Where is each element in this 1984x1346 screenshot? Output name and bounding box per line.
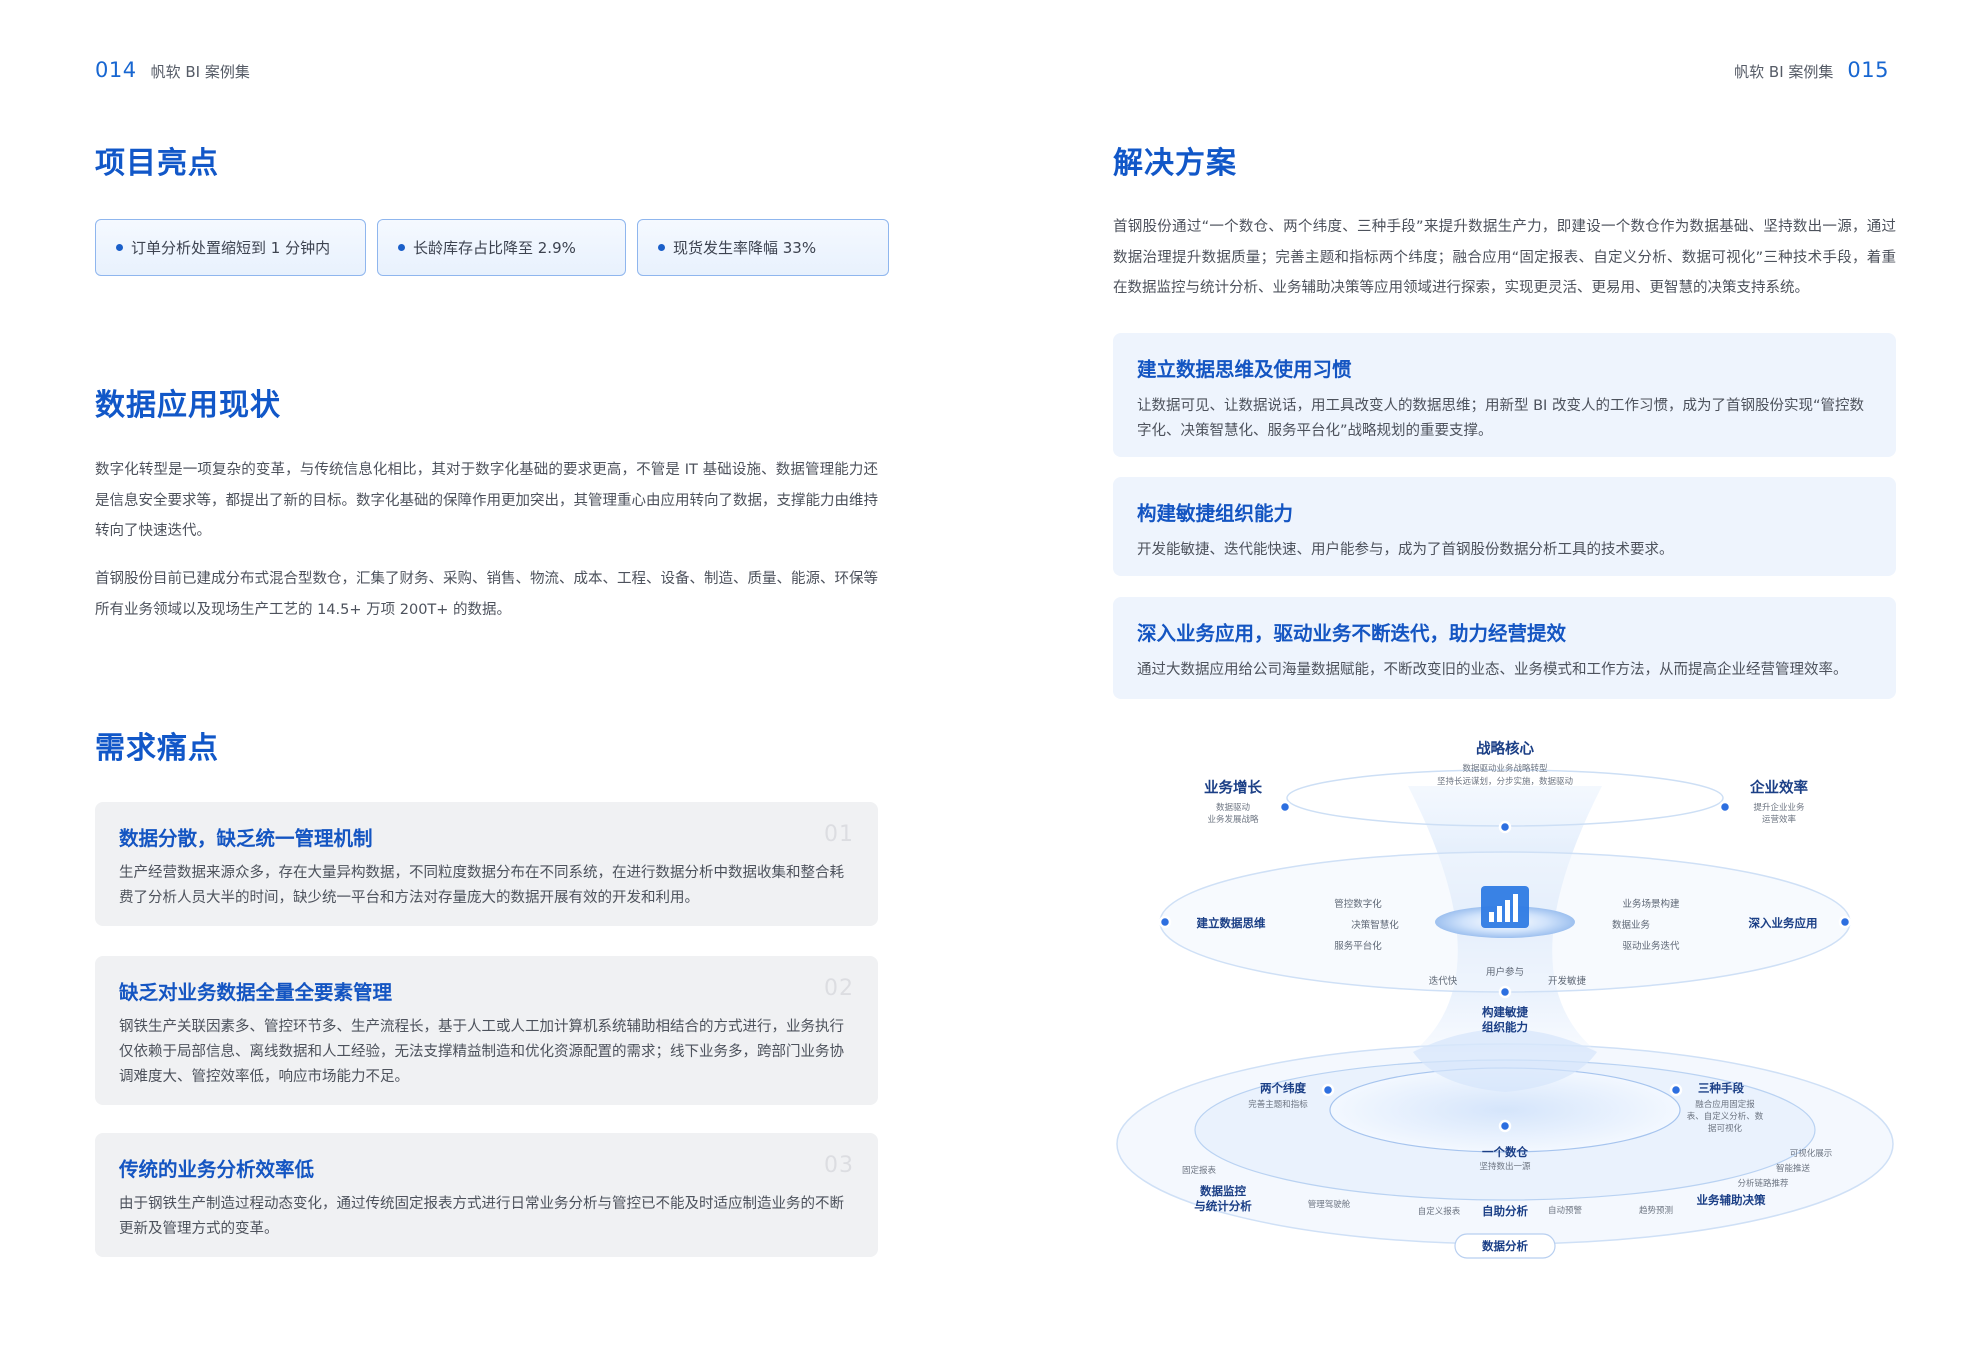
service-platform-label: 服务平台化 (1334, 941, 1382, 952)
bullet-dot (658, 244, 665, 251)
efficiency-sub: 提升企业业务 (1753, 803, 1805, 813)
three-means-sub: 据可视化 (1707, 1124, 1743, 1134)
bullet-dot (116, 244, 123, 251)
data-analysis-pill (1454, 1233, 1556, 1259)
monitor-label: 数据监控 (1200, 1184, 1246, 1198)
highlight-text: 现货发生率降幅 33% (673, 239, 817, 257)
pain-card-3: 传统的业务分析效率低 03 由于钢铁生产制造过程动态变化，通过传统固定报表方式进… (95, 1133, 878, 1257)
iter-fast-label: 迭代快 (1428, 976, 1458, 987)
three-means-sub: 表、自定义分析、数 (1686, 1112, 1764, 1122)
highlights-heading: 项目亮点 (95, 146, 219, 181)
solution-card-title: 构建敏捷组织能力 (1137, 502, 1294, 525)
one-dw-sub: 坚持数出一源 (1479, 1162, 1531, 1172)
strategy-core-sub: 坚持长远谋划，分步实施，数据驱动 (1436, 777, 1574, 787)
biz-growth-sub: 业务发展战略 (1207, 815, 1259, 825)
user-participation-label: 用户参与 (1485, 967, 1525, 978)
three-means-sub: 融合应用固定报 (1695, 1100, 1755, 1110)
trend-pred-label: 趋势预测 (1638, 1206, 1674, 1216)
solution-card-text: 开发能敏捷、迭代能快速、用户能参与，成为了首钢股份数据分析工具的技术要求。 (1137, 542, 1674, 558)
diagram-graphics (1116, 769, 1894, 1259)
pain-heading: 需求痛点 (95, 731, 219, 766)
drive-iter-label: 驱动业务迭代 (1622, 941, 1680, 952)
biz-scene-label: 业务场景构建 (1622, 899, 1680, 910)
biz-growth-label: 业务增长 (1204, 780, 1262, 797)
pain-card-title: 缺乏对业务数据全量全要素管理 (119, 981, 393, 1004)
data-analysis-label: 数据分析 (1482, 1239, 1528, 1253)
agile-org-label: 组织能力 (1482, 1020, 1528, 1034)
pain-card-text: 生产经营数据来源众多，存在大量异构数据，不同粒度数据分布在不同系统，在进行数据分… (119, 865, 844, 906)
pain-card-number: 03 (824, 1153, 854, 1178)
solution-card-2: 构建敏捷组织能力 开发能敏捷、迭代能快速、用户能参与，成为了首钢股份数据分析工具… (1113, 477, 1896, 576)
funnel-neck (1413, 1029, 1597, 1092)
status-paragraph-1: 数字化转型是一项复杂的变革，与传统信息化相比，其对于数字化基础的要求更高，不管是… (95, 462, 878, 539)
strategy-core-sub: 数据驱动业务战略转型 (1462, 764, 1548, 774)
decision-smart-label: 决策智慧化 (1351, 920, 1399, 931)
highlights-row: 订单分析处置缩短到 1 分钟内 长龄库存占比降至 2.9% 现货发生率降幅 33… (95, 219, 889, 276)
pain-card-1: 数据分散，缺乏统一管理机制 01 生产经营数据来源众多，存在大量异构数据，不同粒… (95, 802, 878, 926)
right-page-number: 015 (1847, 58, 1889, 82)
efficiency-sub: 运营效率 (1761, 815, 1797, 825)
highlight-text: 订单分析处置缩短到 1 分钟内 (131, 239, 331, 257)
pain-card-text: 钢铁生产关联因素多、管控环节多、生产流程长，基于人工或人工加计算机系统辅助相结合… (119, 1019, 844, 1085)
data-thinking-label: 建立数据思维 (1196, 916, 1266, 930)
highlight-pill: 现货发生率降幅 33% (637, 219, 889, 276)
pain-card-text: 由于钢铁生产制造过程动态变化，通过传统固定报表方式进行日常业务分析与管控已不能及… (119, 1196, 844, 1237)
biz-growth-sub: 数据驱动 (1215, 803, 1251, 813)
bullet-dot (398, 244, 405, 251)
right-page-header: 帆软 BI 案例集 015 (1720, 58, 1889, 82)
efficiency-label: 企业效率 (1750, 780, 1808, 797)
solution-intro: 首钢股份通过“一个数仓、两个纬度、三种手段”来提升数据生产力，即建设一个数仓作为… (1113, 219, 1896, 296)
solution-card-title: 深入业务应用，驱动业务不断迭代，助力经营提效 (1137, 622, 1567, 645)
solution-card-text: 通过大数据应用给公司海量数据赋能，不断改变旧的业态、业务模式和工作方法，从而提高… (1137, 662, 1848, 678)
left-page-number: 014 (95, 58, 137, 82)
custom-report-label: 自定义报表 (1417, 1207, 1461, 1217)
solution-diagram: 战略核心 数据驱动业务战略转型 坚持长远谋划，分步实施，数据驱动 业务增长 数据… (1113, 726, 1896, 1266)
solution-card-3: 深入业务应用，驱动业务不断迭代，助力经营提效 通过大数据应用给公司海量数据赋能，… (1113, 597, 1896, 699)
smart-push-label: 智能推送 (1775, 1164, 1811, 1174)
highlight-pill: 订单分析处置缩短到 1 分钟内 (95, 219, 366, 276)
self-analysis-label: 自助分析 (1482, 1204, 1528, 1218)
deep-biz-label: 深入业务应用 (1748, 916, 1818, 930)
pain-card-number: 01 (824, 822, 854, 847)
decision-support-label: 业务辅助决策 (1696, 1193, 1766, 1207)
highlight-pill: 长龄库存占比降至 2.9% (377, 219, 626, 276)
analysis-push-label: 分析链路推荐 (1737, 1179, 1789, 1189)
solution-card-text: 让数据可见、让数据说话，用工具改变人的数据思维；用新型 BI 改变人的工作习惯，… (1137, 398, 1864, 439)
monitor-label: 与统计分析 (1194, 1199, 1252, 1213)
three-means-label: 三种手段 (1698, 1081, 1744, 1095)
fixed-report-label: 固定报表 (1181, 1166, 1217, 1176)
highlight-text: 长龄库存占比降至 2.9% (413, 239, 576, 257)
node-dots (1158, 800, 1852, 1133)
pain-card-title: 数据分散，缺乏统一管理机制 (119, 827, 373, 850)
two-dims-label: 两个纬度 (1260, 1081, 1306, 1095)
auto-alert-label: 自动预警 (1547, 1206, 1583, 1216)
visual-show-label: 可视化展示 (1789, 1149, 1833, 1159)
solution-card-title: 建立数据思维及使用习惯 (1137, 358, 1352, 381)
pain-card-number: 02 (824, 976, 854, 1001)
mgmt-cockpit-label: 管理驾驶舱 (1307, 1200, 1351, 1210)
solution-heading: 解决方案 (1113, 146, 1237, 181)
left-book-title: 帆软 BI 案例集 (150, 63, 250, 81)
two-dims-sub: 完善主题和指标 (1248, 1100, 1308, 1110)
biz-driven-label: 数据业务 (1611, 920, 1651, 931)
status-paragraph-2: 首钢股份目前已建成分布式混合型数仓，汇集了财务、采购、销售、物流、成本、工程、设… (95, 571, 878, 618)
right-book-title: 帆软 BI 案例集 (1734, 63, 1834, 81)
left-page-header: 014 帆软 BI 案例集 (95, 58, 264, 82)
mgmt-digital-label: 管控数字化 (1334, 899, 1382, 910)
one-dw-label: 一个数仓 (1482, 1145, 1528, 1159)
pain-card-title: 传统的业务分析效率低 (119, 1158, 315, 1181)
solution-card-1: 建立数据思维及使用习惯 让数据可见、让数据说话，用工具改变人的数据思维；用新型 … (1113, 333, 1896, 457)
pain-card-2: 缺乏对业务数据全量全要素管理 02 钢铁生产关联因素多、管控环节多、生产流程长，… (95, 956, 878, 1105)
status-heading: 数据应用现状 (95, 388, 281, 423)
dev-agile-label: 开发敏捷 (1547, 976, 1587, 987)
strategy-core-label: 战略核心 (1476, 741, 1534, 758)
agile-org-label: 构建敏捷 (1482, 1005, 1528, 1019)
